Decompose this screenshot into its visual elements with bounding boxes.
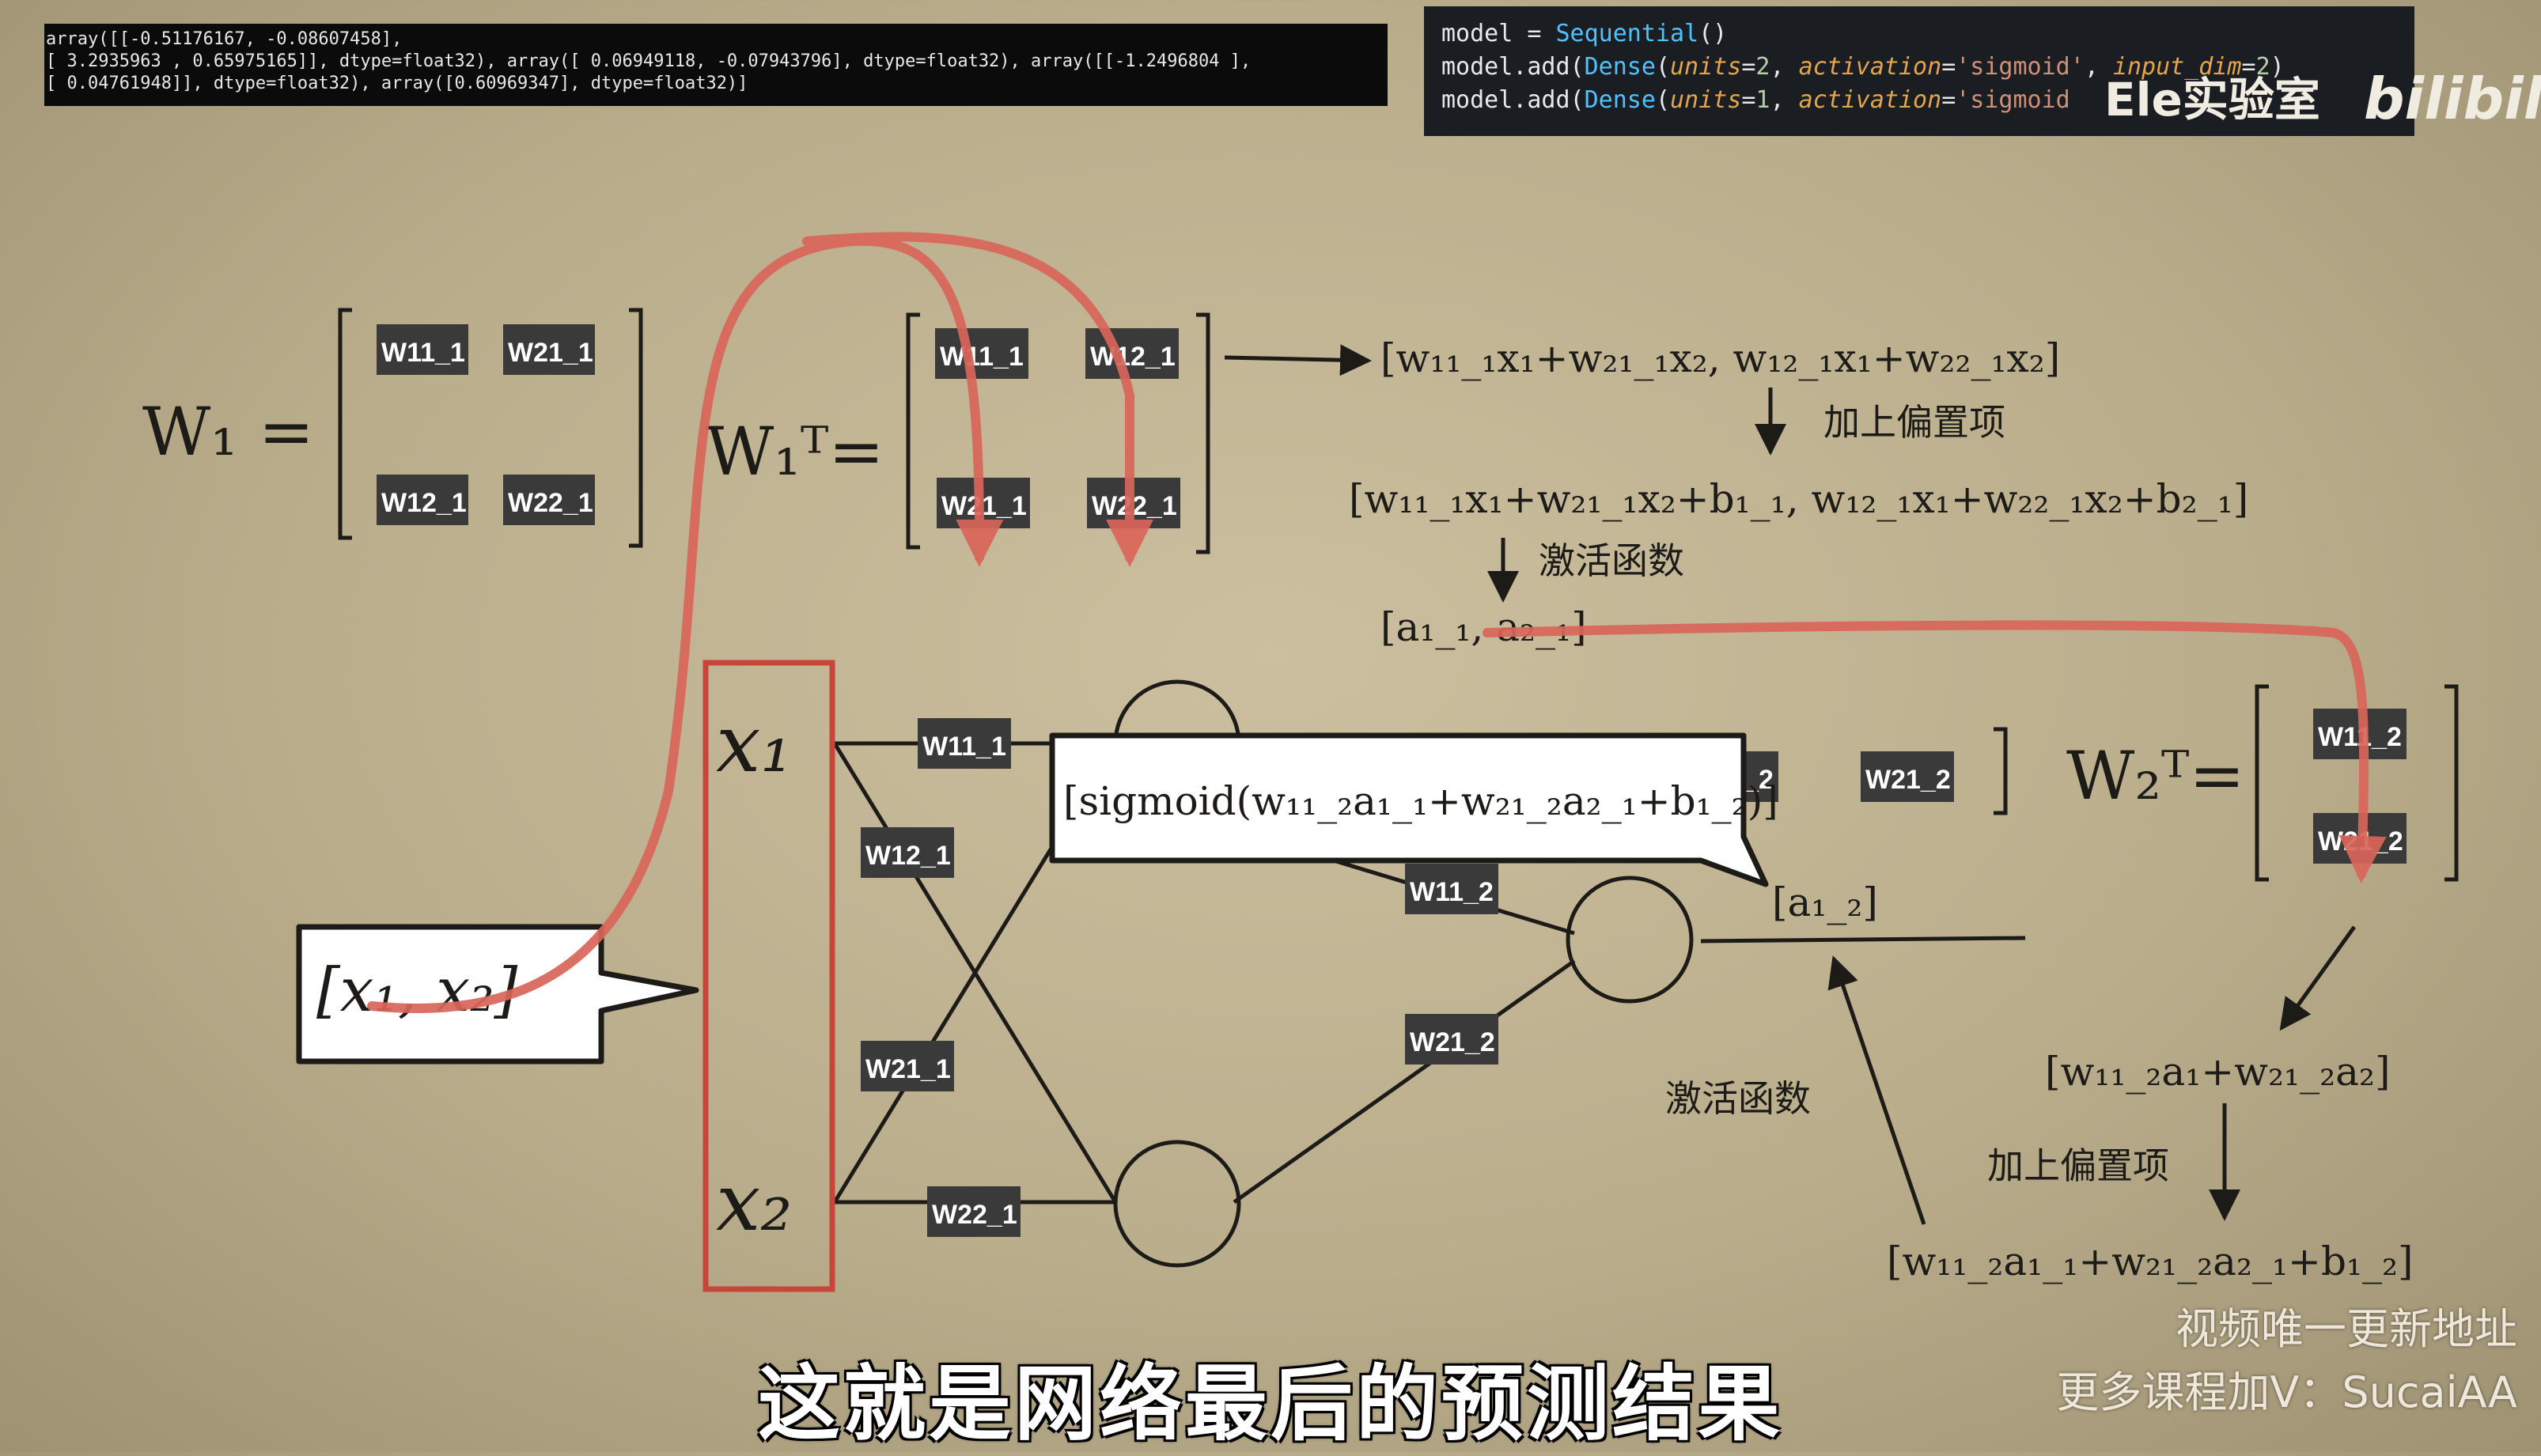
input-x1: x₁ xyxy=(716,698,792,790)
console-output-panel: array([[-0.51176167, -0.08607458], [ 3.2… xyxy=(44,24,1388,106)
svg-text:W12_1: W12_1 xyxy=(381,488,467,518)
w2t-left-bracket xyxy=(2255,684,2269,882)
w1-label: W₁ = xyxy=(142,393,314,471)
w1-cell-w21_1: W21_1 xyxy=(503,324,595,375)
bilibili-logo: bilibili xyxy=(2364,66,2541,132)
console-line-3: [ 0.04761948]], dtype=float32), array([0… xyxy=(46,74,748,93)
svg-text:W11_1: W11_1 xyxy=(381,338,465,368)
layer1-with-bias: [w₁₁_₁x₁+w₂₁_₁x₂+b₁_₁, w₁₂_₁x₁+w₂₂_₁x₂+b… xyxy=(1349,476,2248,522)
w1-matrix: W11_1 W21_1 W12_1 W22_1 xyxy=(338,308,643,548)
svg-text:W21_1: W21_1 xyxy=(865,1054,951,1084)
output-neuron xyxy=(1566,875,1694,1004)
layer2-weighted-sum: [w₁₁_₂a₁+w₂₁_₂a₂] xyxy=(2045,1049,2390,1095)
console-line-1: array([[-0.51176167, -0.08607458], xyxy=(46,29,402,49)
code-line-1: model = Sequential() xyxy=(1441,20,1727,47)
svg-text:W21_1: W21_1 xyxy=(508,338,593,368)
input-vector-text: [x₁, x₂] xyxy=(316,955,518,1025)
svg-text:W22_1: W22_1 xyxy=(508,488,593,518)
w1-cell-w22_1: W22_1 xyxy=(503,475,595,525)
w1-right-bracket xyxy=(629,308,643,548)
edge-weight-w22_1: W22_1 xyxy=(927,1186,1021,1237)
w2-right-bracket xyxy=(1994,727,2008,815)
input-x2: x₂ xyxy=(716,1156,792,1249)
layer2-with-bias: [w₁₁_₂a₁_₁+w₂₁_₂a₂_₁+b₁_₂] xyxy=(1887,1239,2414,1284)
w1-left-bracket xyxy=(338,308,352,540)
channel-name: Ele实验室 xyxy=(2104,73,2320,127)
code-panel: model = Sequential() model.add(Dense(uni… xyxy=(1424,6,2414,136)
svg-text:W11_1: W11_1 xyxy=(922,732,1006,762)
w2t-label: W₂ᵀ= xyxy=(2066,737,2245,815)
svg-text:W12_1: W12_1 xyxy=(1090,342,1176,372)
w1t-cell-w12_1: W12_1 xyxy=(1085,328,1179,379)
watermark-line-1: 视频唯一更新地址 xyxy=(2176,1304,2517,1354)
svg-text:W22_1: W22_1 xyxy=(932,1200,1017,1230)
code-line-3: model.add(Dense(units=1, activation='sig… xyxy=(1441,86,2070,114)
output-formula-text: [sigmoid(w₁₁_₂a₁_₁+w₂₁_₂a₂_₁+b₁_₂)] xyxy=(1063,778,1778,824)
w2-cell-w21_2: W21_2 xyxy=(1861,751,1954,802)
network-edges xyxy=(832,741,2026,1205)
red-arrow-to-w2t xyxy=(1483,620,2387,883)
edge-weight-w11_1: W11_1 xyxy=(918,718,1011,769)
edge-weight-w11_2: W11_2 xyxy=(1405,864,1498,914)
w2t-right-bracket xyxy=(2444,684,2459,882)
edge-weight-w12_1: W12_1 xyxy=(861,827,954,878)
arrow-to-weighted-sum xyxy=(1224,344,1372,376)
watermark-line-2: 更多课程加V：SucaiAA xyxy=(2056,1367,2517,1417)
red-flow-arrows xyxy=(367,232,2387,1013)
red-arrow-to-w1t-col1 xyxy=(367,236,1004,1013)
w1t-label: W₁ᵀ= xyxy=(706,413,884,490)
hidden-neuron-2 xyxy=(1113,1140,1241,1268)
w1t-matrix: W11_1 W12_1 W21_1 W22_1 xyxy=(906,312,1210,554)
svg-text:W11_2: W11_2 xyxy=(1410,877,1494,907)
svg-text:W21_2: W21_2 xyxy=(1410,1027,1495,1057)
layer2-bias-step: 加上偏置项 xyxy=(1987,1144,2169,1187)
layer1-weighted-sum: [w₁₁_₁x₁+w₂₁_₁x₂, w₁₂_₁x₁+w₂₂_₁x₂] xyxy=(1380,335,2060,381)
w1t-left-bracket xyxy=(906,312,920,550)
input-layer-box xyxy=(702,660,835,1292)
arrow-to-layer2-sum xyxy=(2279,925,2357,1031)
w1t-right-bracket xyxy=(1196,312,1210,554)
output-formula-callout: [sigmoid(w₁₁_₂a₁_₁+w₂₁_₂a₂_₁+b₁_₂)] xyxy=(1049,732,1778,887)
layer2-activation-step: 激活函数 xyxy=(1665,1077,1811,1120)
code-line-2: model.add(Dense(units=2, activation='sig… xyxy=(1441,53,2285,81)
w2t-matrix: W11_2 W21_2 xyxy=(2255,684,2459,882)
arrow-to-output xyxy=(1827,955,1926,1225)
svg-text:W12_1: W12_1 xyxy=(865,841,951,871)
layer1-bias-step: 加上偏置项 xyxy=(1823,401,2005,444)
edge-weight-w21_1: W21_1 xyxy=(861,1041,954,1091)
w1-cell-w11_1: W11_1 xyxy=(377,324,468,375)
layer1-activation-step: 激活函数 xyxy=(1539,539,1684,582)
console-line-2: [ 3.2935963 , 0.65975165]], dtype=float3… xyxy=(46,51,1251,71)
w1t-cell-w11_1: W11_1 xyxy=(935,328,1028,379)
edge-weight-w21_2: W21_2 xyxy=(1405,1014,1498,1065)
svg-text:W11_1: W11_1 xyxy=(940,342,1024,372)
video-subtitle: 这就是网络最后的预测结果 xyxy=(757,1356,1783,1452)
output-label: [a₁_₂] xyxy=(1772,879,1878,925)
svg-text:W21_2: W21_2 xyxy=(1865,765,1951,795)
w1-cell-w12_1: W12_1 xyxy=(377,475,468,525)
red-arrow-to-w1t-col2 xyxy=(802,232,1153,567)
